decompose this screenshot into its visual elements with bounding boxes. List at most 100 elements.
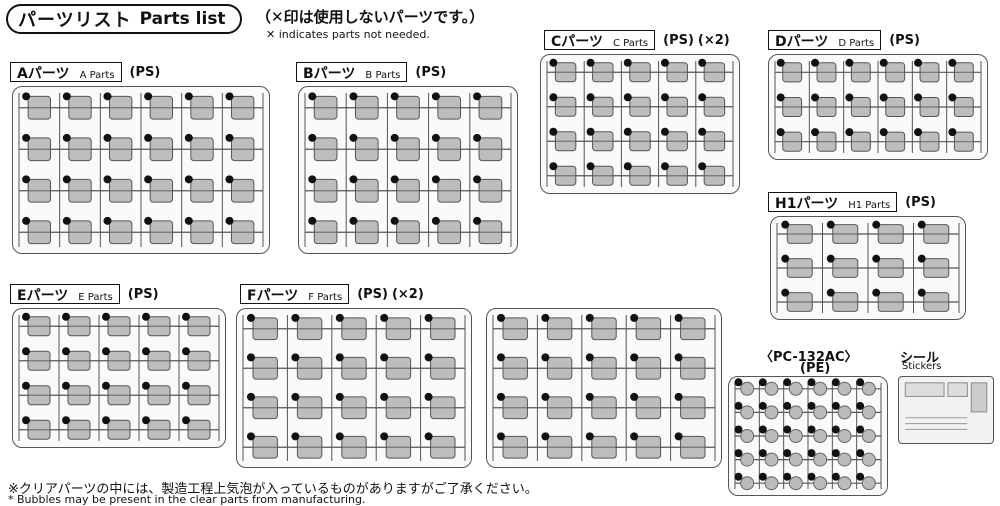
part-number-marker — [660, 127, 669, 136]
runner-b-material: (PS) — [415, 64, 447, 80]
runner-e-diagram — [12, 308, 226, 448]
title-jp: パーツリスト — [18, 10, 132, 31]
part-number-marker — [623, 93, 632, 102]
part-number-marker — [62, 381, 70, 390]
part-number-marker — [585, 432, 594, 441]
runner-c-material: (PS) — [663, 32, 694, 48]
part-shape — [782, 131, 803, 152]
part-shape — [740, 405, 755, 420]
part-number-marker — [831, 401, 840, 410]
part-number-marker — [630, 353, 639, 362]
part-number-marker — [586, 58, 595, 67]
part-number-marker — [144, 216, 153, 225]
part-shape — [354, 95, 379, 120]
part-number-marker — [872, 220, 881, 229]
runner-c-label-jp: Cパーツ — [551, 34, 603, 50]
part-number-marker — [917, 288, 926, 297]
part-shape — [187, 419, 211, 440]
part-shape — [108, 95, 133, 120]
parts-list-title: パーツリスト Parts list — [6, 4, 242, 34]
title-en: Parts list — [139, 9, 226, 29]
runner-b-label-en: B Parts — [365, 70, 401, 81]
part-shape — [923, 258, 950, 278]
part-number-marker — [380, 432, 389, 441]
runner-f-label-en: F Parts — [308, 292, 343, 303]
part-shape — [788, 381, 803, 396]
part-number-marker — [698, 58, 707, 67]
part-shape — [764, 381, 779, 396]
part-number-marker — [674, 432, 683, 441]
part-shape — [919, 62, 940, 83]
part-shape — [813, 429, 828, 443]
footer-note-en: * Bubbles may be present in the clear pa… — [8, 493, 366, 506]
part-shape — [680, 317, 706, 341]
part-shape — [296, 356, 323, 380]
part-number-marker — [144, 92, 153, 101]
runner-h1-sprue — [776, 220, 960, 313]
part-shape — [666, 96, 688, 117]
runner-e-label: Eパーツ E Parts — [10, 284, 120, 304]
runner-c-label-en: C Parts — [613, 38, 649, 49]
part-shape — [816, 62, 837, 83]
part-shape — [68, 137, 92, 162]
runner-h1-label: H1パーツ H1 Parts — [768, 192, 898, 212]
part-shape — [877, 292, 904, 312]
part-number-marker — [783, 401, 792, 410]
part-shape — [861, 429, 876, 443]
part-shape — [703, 131, 726, 152]
part-shape — [788, 452, 803, 467]
part-number-marker — [390, 133, 399, 142]
part-shape — [837, 381, 852, 396]
part-number-marker — [549, 162, 558, 171]
part-number-marker — [872, 254, 881, 263]
part-number-marker — [335, 432, 344, 441]
part-number-marker — [630, 313, 639, 322]
part-number-marker — [807, 472, 816, 481]
part-shape — [850, 62, 871, 83]
part-shape — [27, 350, 51, 371]
part-number-marker — [308, 133, 317, 142]
part-number-marker — [62, 133, 71, 142]
part-shape — [635, 396, 662, 420]
part-shape — [502, 396, 528, 420]
part-number-marker — [811, 128, 820, 137]
runner-e-material: (PS) — [127, 286, 159, 302]
part-number-marker — [182, 381, 190, 390]
part-shape — [108, 178, 133, 203]
part-number-marker — [144, 133, 153, 142]
part-number-marker — [390, 216, 399, 225]
part-shape — [740, 476, 755, 491]
part-shape — [592, 165, 614, 186]
part-shape — [147, 419, 171, 440]
runner-b-sprue — [304, 92, 512, 247]
part-number-marker — [879, 93, 888, 102]
part-shape — [837, 452, 852, 467]
part-shape — [703, 96, 726, 117]
part-shape — [666, 131, 688, 152]
part-number-marker — [776, 128, 785, 137]
part-number-marker — [674, 313, 683, 322]
part-number-marker — [758, 449, 767, 458]
runner-f-label-jp: Fパーツ — [247, 288, 299, 304]
part-number-marker — [496, 353, 505, 362]
runner-d-label-jp: Dパーツ — [775, 34, 829, 50]
runner-a-sprue — [18, 92, 264, 247]
runner-e-sprue — [18, 312, 220, 441]
part-number-marker — [103, 216, 112, 225]
part-number-marker — [845, 128, 854, 137]
part-number-marker — [335, 313, 344, 322]
part-shape — [703, 62, 726, 83]
part-shape — [832, 224, 859, 244]
part-shape — [764, 452, 779, 467]
part-number-marker — [22, 416, 30, 425]
part-shape — [591, 435, 617, 459]
part-shape — [813, 381, 828, 396]
part-number-marker — [142, 416, 150, 425]
part-shape — [437, 95, 462, 120]
part-number-marker — [776, 93, 785, 102]
part-shape — [149, 137, 174, 162]
part-number-marker — [62, 312, 70, 321]
part-number-marker — [586, 93, 595, 102]
part-shape — [953, 96, 974, 118]
part-shape — [396, 95, 420, 120]
